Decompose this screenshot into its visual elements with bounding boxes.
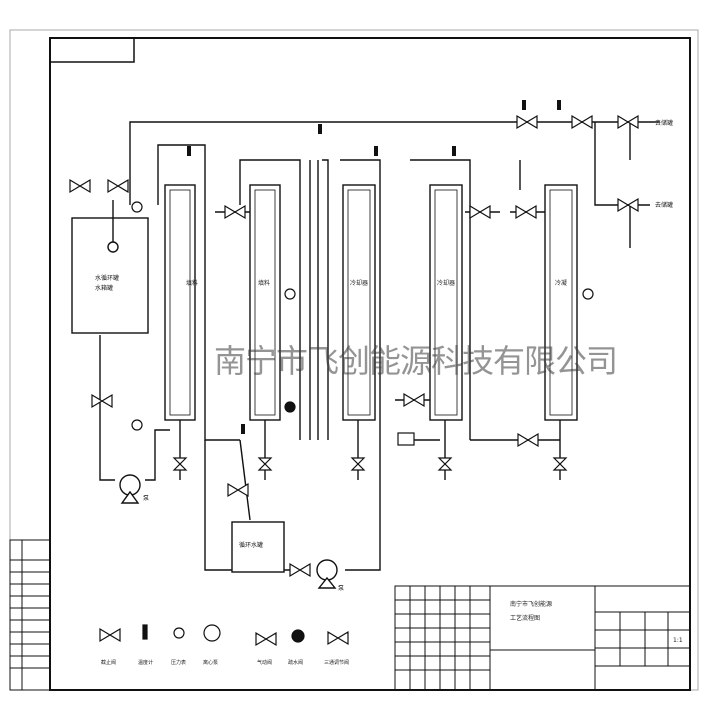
- corner-box: [49, 37, 135, 63]
- pump-1-label: 泵: [143, 495, 149, 502]
- column-3-label: 冷却器: [350, 279, 368, 287]
- valves: [69, 114, 639, 578]
- drawing-frame: [49, 37, 691, 691]
- column-5: [544, 184, 578, 421]
- outlet-2-label: 去储罐: [655, 201, 673, 209]
- legend-label-3: 离心泵: [203, 659, 218, 666]
- title-block: [394, 585, 691, 691]
- column-4-label: 冷却器: [437, 279, 455, 287]
- circulating-tank: [231, 521, 285, 573]
- column-2-label: 填料: [258, 279, 270, 287]
- main-tank: [71, 200, 149, 334]
- pump-2: [316, 559, 338, 589]
- main-tank-label: 水循环罐: [95, 274, 119, 282]
- thermometers: [187, 100, 561, 434]
- circulating-tank-label: 循环水罐: [239, 541, 263, 549]
- pipe-network: [99, 121, 660, 571]
- column-3: [342, 184, 376, 421]
- column-1-label: 填料: [186, 279, 198, 287]
- outlet-1-label: 去储罐: [655, 119, 673, 127]
- legend: [99, 624, 349, 647]
- pump-1: [119, 474, 141, 504]
- legend-label-4: 气动阀: [257, 659, 272, 666]
- pump-2-label: 泵: [338, 585, 344, 592]
- legend-label-0: 截止阀: [101, 659, 116, 666]
- left-margin-table: [9, 539, 51, 691]
- legend-label-6: 三通调节阀: [324, 659, 349, 666]
- legend-label-1: 温度计: [138, 659, 153, 666]
- column-1: [164, 184, 196, 421]
- column-5-label: 冷凝: [555, 279, 567, 287]
- column-4: [429, 184, 463, 421]
- title-block-drawing: 工艺流程图: [510, 614, 540, 622]
- title-block-scale: 1:1: [673, 637, 683, 644]
- column-2: [249, 184, 281, 421]
- legend-label-2: 压力表: [171, 659, 186, 666]
- title-block-project: 南宁市飞创能源: [510, 600, 552, 608]
- gauges: [131, 201, 594, 446]
- legend-label-5: 疏水阀: [288, 659, 303, 666]
- main-tank-label-2: 水箱罐: [95, 284, 113, 292]
- company-watermark: 南宁市飞创能源科技有限公司: [214, 342, 618, 380]
